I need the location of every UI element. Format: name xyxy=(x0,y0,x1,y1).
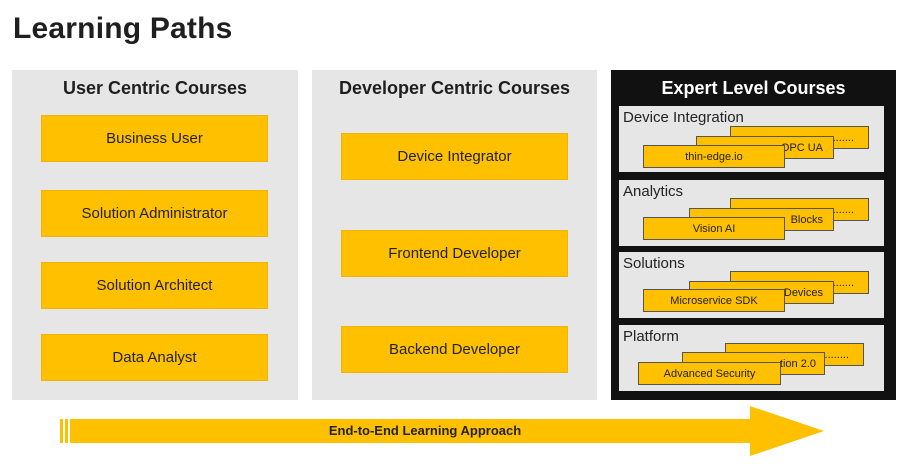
course-frontend-developer[interactable]: Frontend Developer xyxy=(341,230,568,277)
course-backend-developer[interactable]: Backend Developer xyxy=(341,326,568,373)
expert-group-label: Analytics xyxy=(623,183,684,200)
expert-level-title: Expert Level Courses xyxy=(661,78,846,98)
page-title: Learning Paths xyxy=(13,12,233,45)
expert-level-panel: Expert Level Courses Device Integration … xyxy=(611,70,896,400)
expert-group-label: Platform xyxy=(623,328,679,345)
developer-centric-title: Developer Centric Courses xyxy=(338,78,571,98)
learning-approach-arrow: End-to-End Learning Approach xyxy=(60,404,826,458)
course-card-front[interactable]: Vision AI xyxy=(643,217,785,240)
course-card-front[interactable]: thin-edge.io xyxy=(643,145,785,168)
expert-group-label: Solutions xyxy=(623,255,685,272)
expert-group-platform: Platform ........ tion 2.0 Advanced Secu… xyxy=(619,325,884,391)
expert-group-device-integration: Device Integration ........ OPC UA thin-… xyxy=(619,106,884,172)
course-solution-administrator[interactable]: Solution Administrator xyxy=(41,190,268,237)
expert-group-analytics: Analytics ........ Blocks Vision AI xyxy=(619,180,884,246)
course-data-analyst[interactable]: Data Analyst xyxy=(41,334,268,381)
expert-group-label: Device Integration xyxy=(623,109,744,126)
course-card-front[interactable]: Microservice SDK xyxy=(643,289,785,312)
user-centric-panel: User Centric Courses Business User Solut… xyxy=(12,70,298,400)
arrow-shape xyxy=(60,406,824,456)
course-device-integrator[interactable]: Device Integrator xyxy=(341,133,568,180)
course-business-user[interactable]: Business User xyxy=(41,115,268,162)
course-solution-architect[interactable]: Solution Architect xyxy=(41,262,268,309)
expert-group-solutions: Solutions ........ Devices Microservice … xyxy=(619,252,884,318)
developer-centric-panel: Developer Centric Courses Device Integra… xyxy=(312,70,597,400)
user-centric-title: User Centric Courses xyxy=(62,78,248,98)
arrow-label: End-to-End Learning Approach xyxy=(328,423,522,438)
course-card-front[interactable]: Advanced Security xyxy=(638,362,781,385)
